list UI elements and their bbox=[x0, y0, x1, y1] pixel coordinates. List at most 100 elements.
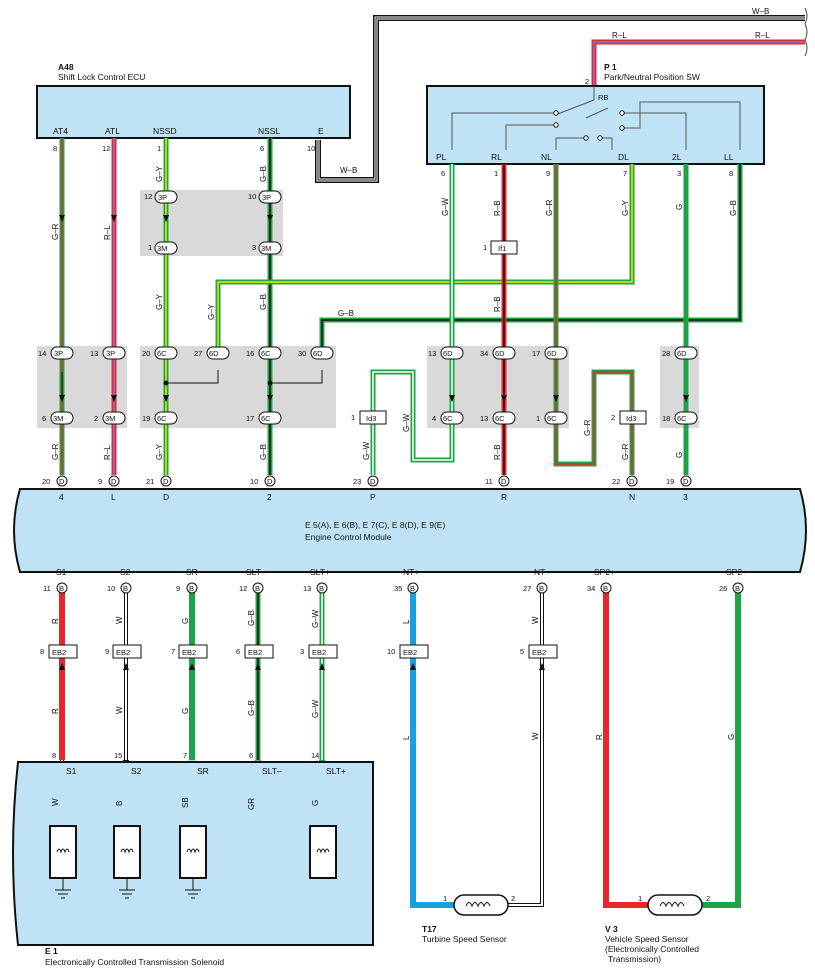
svg-text:EB2: EB2 bbox=[403, 648, 417, 657]
connector-blocks bbox=[37, 190, 699, 428]
svg-text:3M: 3M bbox=[53, 414, 63, 423]
svg-text:7: 7 bbox=[171, 647, 175, 656]
p1-term-pl: PL bbox=[436, 152, 447, 162]
svg-text:D: D bbox=[59, 477, 65, 486]
svg-text:6C: 6C bbox=[157, 349, 167, 358]
svg-text:L: L bbox=[402, 735, 411, 740]
svg-text:1: 1 bbox=[638, 894, 642, 903]
svg-text:B: B bbox=[189, 584, 194, 593]
svg-text:6C: 6C bbox=[547, 414, 557, 423]
v3-name: Vehicle Speed Sensor bbox=[605, 934, 689, 944]
svg-text:6D: 6D bbox=[547, 349, 557, 358]
svg-text:G: G bbox=[675, 204, 684, 210]
svg-text:SLT+: SLT+ bbox=[310, 567, 330, 577]
svg-text:B: B bbox=[123, 584, 128, 593]
svg-text:G–W: G–W bbox=[402, 413, 411, 432]
a48-name: Shift Lock Control ECU bbox=[58, 72, 145, 82]
p1-term-2l: 2L bbox=[672, 152, 682, 162]
svg-text:B: B bbox=[539, 584, 544, 593]
p1-rb-pin: 2 bbox=[585, 77, 589, 86]
svg-text:6: 6 bbox=[236, 647, 240, 656]
svg-text:R–L: R–L bbox=[103, 445, 112, 460]
p1-term-ll: LL bbox=[724, 152, 734, 162]
svg-text:17: 17 bbox=[246, 414, 254, 423]
svg-text:3M: 3M bbox=[157, 244, 167, 253]
svg-text:D: D bbox=[629, 477, 635, 486]
svg-text:6C: 6C bbox=[261, 349, 271, 358]
a48-pin-e: E bbox=[318, 126, 324, 136]
svg-text:12: 12 bbox=[144, 192, 152, 201]
connector-if1: 1 If1 bbox=[483, 240, 518, 255]
p1-num-dl: 7 bbox=[623, 169, 627, 178]
svg-text:R: R bbox=[501, 492, 507, 502]
svg-text:1: 1 bbox=[148, 243, 152, 252]
svg-text:28: 28 bbox=[662, 349, 670, 358]
svg-text:13: 13 bbox=[480, 414, 488, 423]
svg-text:L: L bbox=[402, 619, 411, 624]
svg-text:G–B: G–B bbox=[247, 700, 256, 716]
svg-text:3P: 3P bbox=[54, 349, 63, 358]
svg-text:W: W bbox=[531, 616, 540, 624]
svg-text:G–B: G–B bbox=[247, 610, 256, 626]
svg-text:6D: 6D bbox=[313, 349, 323, 358]
svg-text:SR: SR bbox=[186, 567, 198, 577]
svg-text:20: 20 bbox=[42, 477, 50, 486]
svg-text:G–W: G–W bbox=[311, 699, 320, 718]
svg-text:SB: SB bbox=[181, 797, 190, 808]
a48-pin-at4: AT4 bbox=[53, 126, 68, 136]
svg-text:6C: 6C bbox=[495, 414, 505, 423]
svg-text:6D: 6D bbox=[209, 349, 219, 358]
svg-text:EB2: EB2 bbox=[532, 648, 546, 657]
svg-text:G–Y: G–Y bbox=[155, 443, 164, 460]
svg-text:3: 3 bbox=[252, 243, 256, 252]
p1-term-dl: DL bbox=[618, 152, 629, 162]
svg-text:17: 17 bbox=[532, 349, 540, 358]
ecm-box bbox=[13, 488, 807, 573]
svg-text:SP2–: SP2– bbox=[726, 567, 747, 577]
svg-text:13: 13 bbox=[303, 584, 311, 593]
svg-text:22: 22 bbox=[612, 477, 620, 486]
svg-text:G–Y: G–Y bbox=[155, 293, 164, 310]
a48-pin-nssd: NSSD bbox=[153, 126, 177, 136]
svg-text:34: 34 bbox=[480, 349, 488, 358]
svg-text:Id3: Id3 bbox=[366, 414, 376, 423]
svg-text:NT+: NT+ bbox=[403, 567, 419, 577]
t17-sensor: 1 2 bbox=[443, 894, 515, 916]
e1-wire-labels: W B SB GR G bbox=[51, 797, 320, 810]
svg-text:S2: S2 bbox=[120, 567, 131, 577]
v3-code: V 3 bbox=[605, 924, 618, 934]
svg-text:21: 21 bbox=[146, 477, 154, 486]
p1-term-nl: NL bbox=[541, 152, 552, 162]
svg-text:19: 19 bbox=[666, 477, 674, 486]
svg-text:26: 26 bbox=[719, 584, 727, 593]
svg-text:10: 10 bbox=[107, 584, 115, 593]
svg-text:SP2+: SP2+ bbox=[594, 567, 615, 577]
svg-text:6: 6 bbox=[249, 751, 253, 760]
a48-num-nssd: 1 bbox=[157, 144, 161, 153]
junction-row-3: 6 3M 2 3M 19 6C 17 6C 4 6C 13 6C 1 6C 18… bbox=[42, 411, 698, 425]
a48-code: A48 bbox=[58, 62, 74, 72]
svg-text:S2: S2 bbox=[131, 766, 142, 776]
svg-text:6C: 6C bbox=[443, 414, 453, 423]
svg-text:3: 3 bbox=[300, 647, 304, 656]
svg-text:SLT–: SLT– bbox=[246, 567, 266, 577]
arrow-marks bbox=[59, 215, 689, 670]
v3-sensor: 1 2 bbox=[638, 894, 710, 916]
svg-text:G–B: G–B bbox=[338, 309, 354, 318]
svg-text:3P: 3P bbox=[106, 349, 115, 358]
svg-text:EB2: EB2 bbox=[182, 648, 196, 657]
svg-text:15: 15 bbox=[114, 751, 122, 760]
svg-text:9: 9 bbox=[105, 647, 109, 656]
svg-text:D: D bbox=[163, 477, 169, 486]
svg-text:6D: 6D bbox=[677, 349, 687, 358]
svg-text:EB2: EB2 bbox=[312, 648, 326, 657]
coil-symbols bbox=[56, 848, 330, 854]
solenoid-coils bbox=[49, 825, 337, 879]
svg-text:G–Y: G–Y bbox=[207, 303, 216, 320]
svg-text:3: 3 bbox=[683, 492, 688, 502]
svg-text:G–W: G–W bbox=[441, 197, 450, 216]
connector-eb2: 8 EB2 9 EB2 7 EB2 6 EB2 3 EB2 10 EB2 5 E… bbox=[40, 644, 558, 659]
svg-text:R: R bbox=[595, 734, 604, 740]
p1-contacts bbox=[553, 110, 625, 141]
